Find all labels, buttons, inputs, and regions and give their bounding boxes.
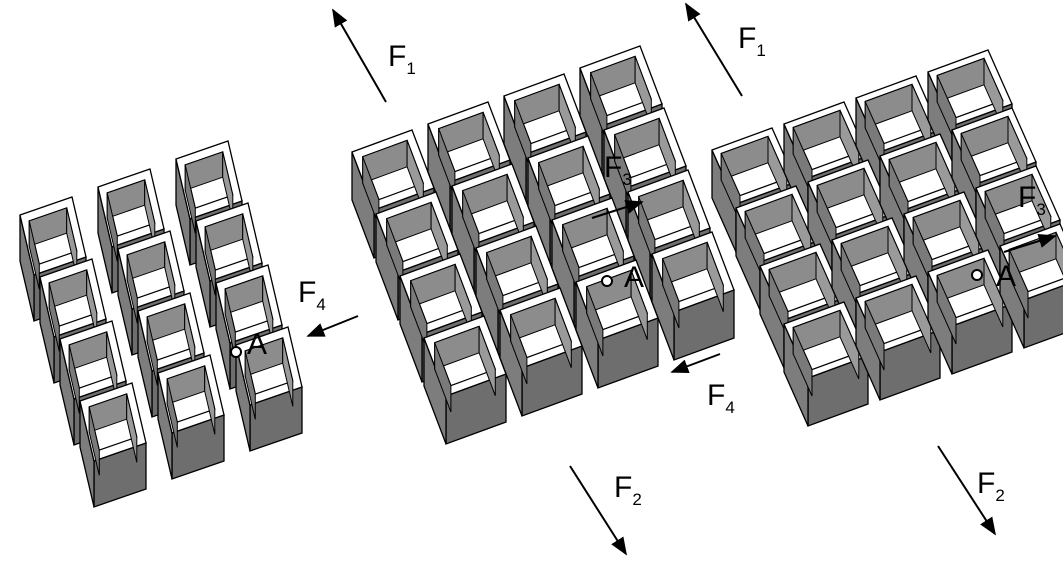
force-label-f3-middle: F3 [604, 151, 632, 189]
force-label-f3-right: F3 [1018, 181, 1046, 219]
force-arrow-f1-middle [332, 8, 387, 103]
middle-sheared-lattice [351, 45, 735, 445]
force-label-f1-right: F1 [738, 22, 766, 60]
point-a-marker-right [971, 269, 983, 281]
point-a-marker-left [230, 346, 242, 358]
right-cell [711, 127, 797, 253]
point-a-marker-middle [601, 275, 613, 287]
left-reentrant-lattice [19, 140, 303, 508]
right-cell [783, 301, 869, 427]
force-arrow-f4-left [306, 315, 359, 337]
left-cell [79, 382, 147, 508]
force-label-f4-right: F4 [707, 379, 735, 417]
force-label-f2-right: F2 [977, 467, 1005, 505]
left-cell [157, 354, 225, 480]
force-arrow-f2-right [937, 445, 996, 536]
force-arrow-f3-middle [591, 200, 644, 219]
middle-cell [423, 315, 507, 445]
force-label-f2-middle: F2 [614, 471, 642, 509]
force-arrow-f1-right [685, 2, 743, 97]
point-a-label-left: A [247, 328, 267, 361]
left-cell [235, 326, 303, 452]
right-cell [927, 249, 1013, 375]
force-arrow-f3-right [1003, 233, 1057, 253]
point-a-label-right: A [996, 260, 1016, 293]
force-label-f4-left: F4 [298, 276, 326, 314]
force-arrow-f2-middle [569, 465, 627, 556]
force-label-f1-middle: F1 [388, 40, 416, 78]
middle-cell [499, 287, 583, 417]
middle-cell [651, 231, 735, 361]
right-regular-lattice [711, 49, 1063, 427]
point-a-label-middle: A [624, 261, 644, 294]
middle-cell [575, 259, 659, 389]
force-arrow-f4-right [670, 353, 721, 374]
